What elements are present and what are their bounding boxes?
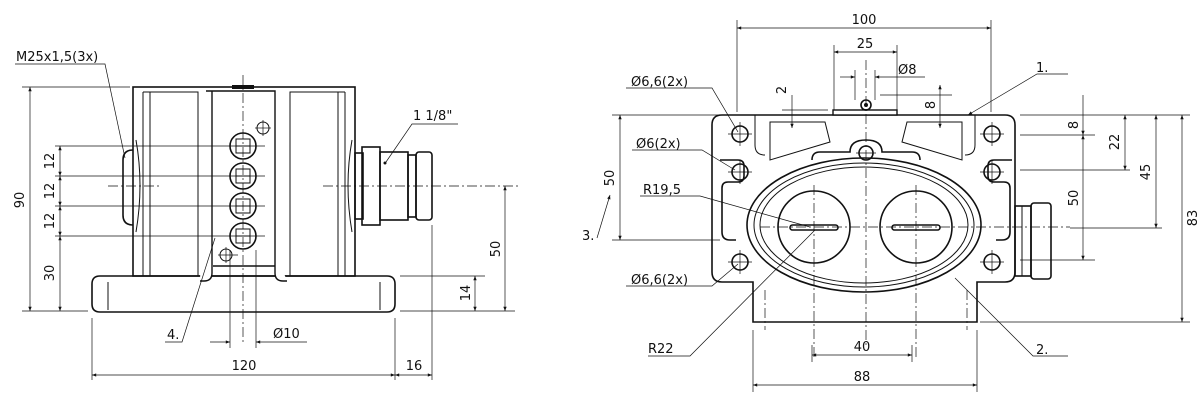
dim-16: 16 — [406, 359, 423, 374]
item-1-label: 1. — [1036, 61, 1048, 76]
item-3-label: 3. — [582, 229, 594, 244]
dim-50-left: 50 — [603, 170, 618, 187]
dim-diameter-8: Ø8 — [898, 63, 917, 78]
front-view: 100 25 Ø8 2 8 1. 2. 3. Ø6,6(2x) Ø6(2x) R… — [582, 13, 1200, 392]
dim-45: 45 — [1139, 164, 1154, 181]
dim-100: 100 — [852, 13, 877, 28]
hole-callout-mid: Ø6(2x) — [636, 137, 681, 152]
dim-12-c: 12 — [43, 213, 58, 230]
dim-12-b: 12 — [43, 183, 58, 200]
item-2-label: 2. — [1036, 343, 1048, 358]
dim-120: 120 — [232, 359, 257, 374]
dim-50-right: 50 — [1067, 190, 1082, 207]
dim-83: 83 — [1186, 210, 1200, 227]
item-4-label: 4. — [167, 328, 179, 343]
dim-22: 22 — [1108, 134, 1123, 151]
cable-gland — [122, 149, 134, 226]
dim-50-side: 50 — [489, 241, 504, 258]
thread-callout: M25x1,5(3x) — [16, 50, 98, 65]
dim-30: 30 — [43, 265, 58, 282]
radius-22: R22 — [648, 342, 674, 357]
mounting-holes — [728, 122, 1004, 274]
hole-callout-top: Ø6,6(2x) — [631, 75, 688, 90]
dim-90: 90 — [13, 192, 28, 209]
connector-callout: 1 1/8" — [413, 109, 452, 124]
dim-8-right: 8 — [1067, 121, 1082, 129]
dim-40: 40 — [854, 340, 871, 355]
dim-12-a: 12 — [43, 153, 58, 170]
radius-19-5: R19,5 — [643, 183, 681, 198]
dim-25: 25 — [857, 37, 874, 52]
dim-2: 2 — [775, 86, 790, 94]
dim-diameter-10: Ø10 — [273, 327, 300, 342]
center-panel — [200, 90, 287, 282]
connector-front — [1014, 202, 1052, 280]
dim-8-top: 8 — [924, 101, 939, 109]
side-view: M25x1,5(3x) 1 1/8" 4. 90 12 12 12 30 50 … — [13, 50, 520, 380]
mounting-plate — [711, 114, 1016, 323]
dim-14: 14 — [459, 285, 474, 302]
base-plate — [91, 275, 396, 313]
dim-88: 88 — [854, 370, 871, 385]
button-housing-oval — [746, 157, 982, 293]
hole-callout-bottom: Ø6,6(2x) — [631, 273, 688, 288]
